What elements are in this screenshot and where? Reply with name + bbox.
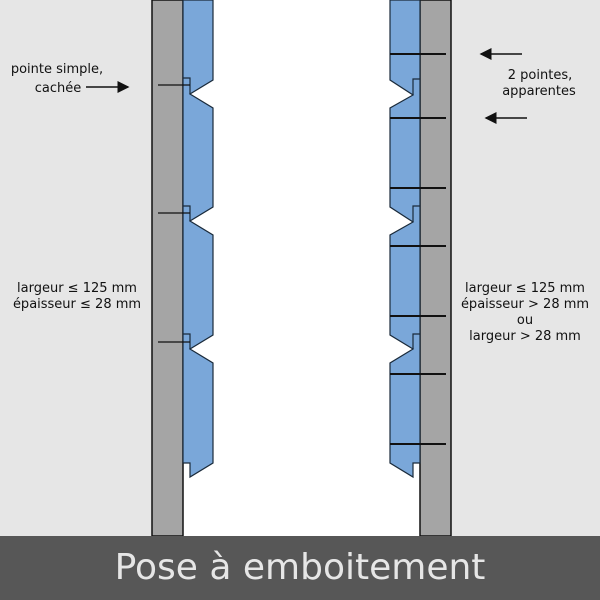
right-board-profile (389, 0, 421, 479)
left-spec-line2: épaisseur ≤ 28 mm (13, 297, 141, 312)
left-callout-line2: cachée (35, 81, 82, 96)
right-spec-line4: largeur > 28 mm (469, 329, 581, 344)
right-board-joints (412, 78, 420, 349)
right-callout-line1: 2 pointes, (508, 68, 572, 83)
right-stud (419, 0, 452, 537)
left-callout-line1: pointe simple, (11, 62, 103, 77)
right-spec-line2: épaisseur > 28 mm (461, 297, 589, 312)
right-wall-panel (451, 0, 600, 536)
right-callout-line2: apparentes (502, 84, 576, 99)
right-spec-line1: largeur ≤ 125 mm (465, 281, 585, 296)
right-visible-nails (390, 53, 446, 445)
right-spec-line3: ou (517, 313, 533, 328)
left-stud (151, 0, 184, 537)
left-hidden-nails (158, 84, 190, 343)
left-spec-line1: largeur ≤ 125 mm (17, 281, 137, 296)
title-banner: Pose à emboitement (0, 536, 600, 600)
left-board-profile (182, 0, 214, 479)
left-board-joints (183, 77, 191, 349)
